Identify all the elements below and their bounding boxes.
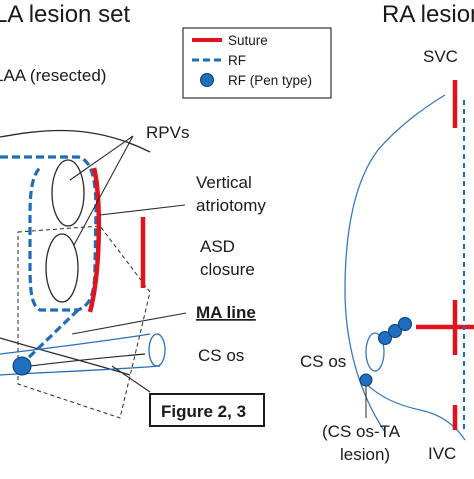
ma-line-lesion	[20, 308, 80, 366]
cs-ta-label-2: lesion)	[340, 445, 390, 464]
ma-line-label: MA line	[196, 303, 256, 322]
rf-box-lesion	[0, 155, 98, 312]
ra-pen-dot-1	[378, 331, 392, 345]
atriotomy-suture	[87, 167, 102, 313]
legend: Suture RF RF (Pen type)	[182, 27, 332, 99]
svc-label: SVC	[423, 47, 458, 66]
figure-region-outline	[17, 225, 151, 419]
rpv-lower	[45, 233, 79, 303]
rpv-upper	[51, 159, 85, 227]
vertical-label-2: atriotomy	[196, 196, 266, 215]
vertical-label-1: Vertical	[196, 173, 252, 192]
la-outline-bottom	[0, 337, 131, 376]
cs-tube-upper	[0, 333, 151, 355]
legend-pen-swatch	[200, 73, 214, 87]
ra-cs-os-label: CS os	[300, 352, 346, 371]
rpvs-leader-upper	[69, 135, 134, 181]
ra-title: RA lesion	[382, 1, 474, 28]
rpvs-label: RPVs	[146, 123, 189, 142]
laa-label: LAA (resected)	[0, 66, 106, 85]
cs-os-opening	[148, 333, 166, 367]
la-outline-top	[0, 129, 151, 153]
legend-pen-label: RF (Pen type)	[228, 73, 312, 88]
ivc-label: IVC	[428, 444, 456, 463]
la-title: LA lesion set	[0, 1, 130, 28]
ra-cs-os-opening	[365, 332, 385, 372]
legend-suture-label: Suture	[228, 33, 268, 48]
asd-label-2: closure	[200, 260, 255, 279]
ma-line-leader	[71, 312, 187, 335]
ra-pen-dot-cs	[359, 373, 373, 387]
ra-pen-dot-3	[398, 317, 412, 331]
cs-ta-label-1: (CS os-TA	[322, 422, 401, 441]
figure-leader	[111, 365, 151, 393]
asd-label-1: ASD	[200, 237, 235, 256]
ra-pen-dot-2	[388, 324, 402, 338]
figure-ref-box	[149, 393, 265, 427]
atriotomy-leader	[99, 204, 186, 216]
rpvs-leader-lower	[73, 135, 134, 246]
figure-ref-label: Figure 2, 3	[161, 402, 246, 421]
la-cs-os-label: CS os	[198, 346, 244, 365]
la-pen-rf-point	[12, 356, 32, 376]
ra-outline	[344, 94, 446, 433]
legend-rf-label: RF	[228, 53, 246, 68]
